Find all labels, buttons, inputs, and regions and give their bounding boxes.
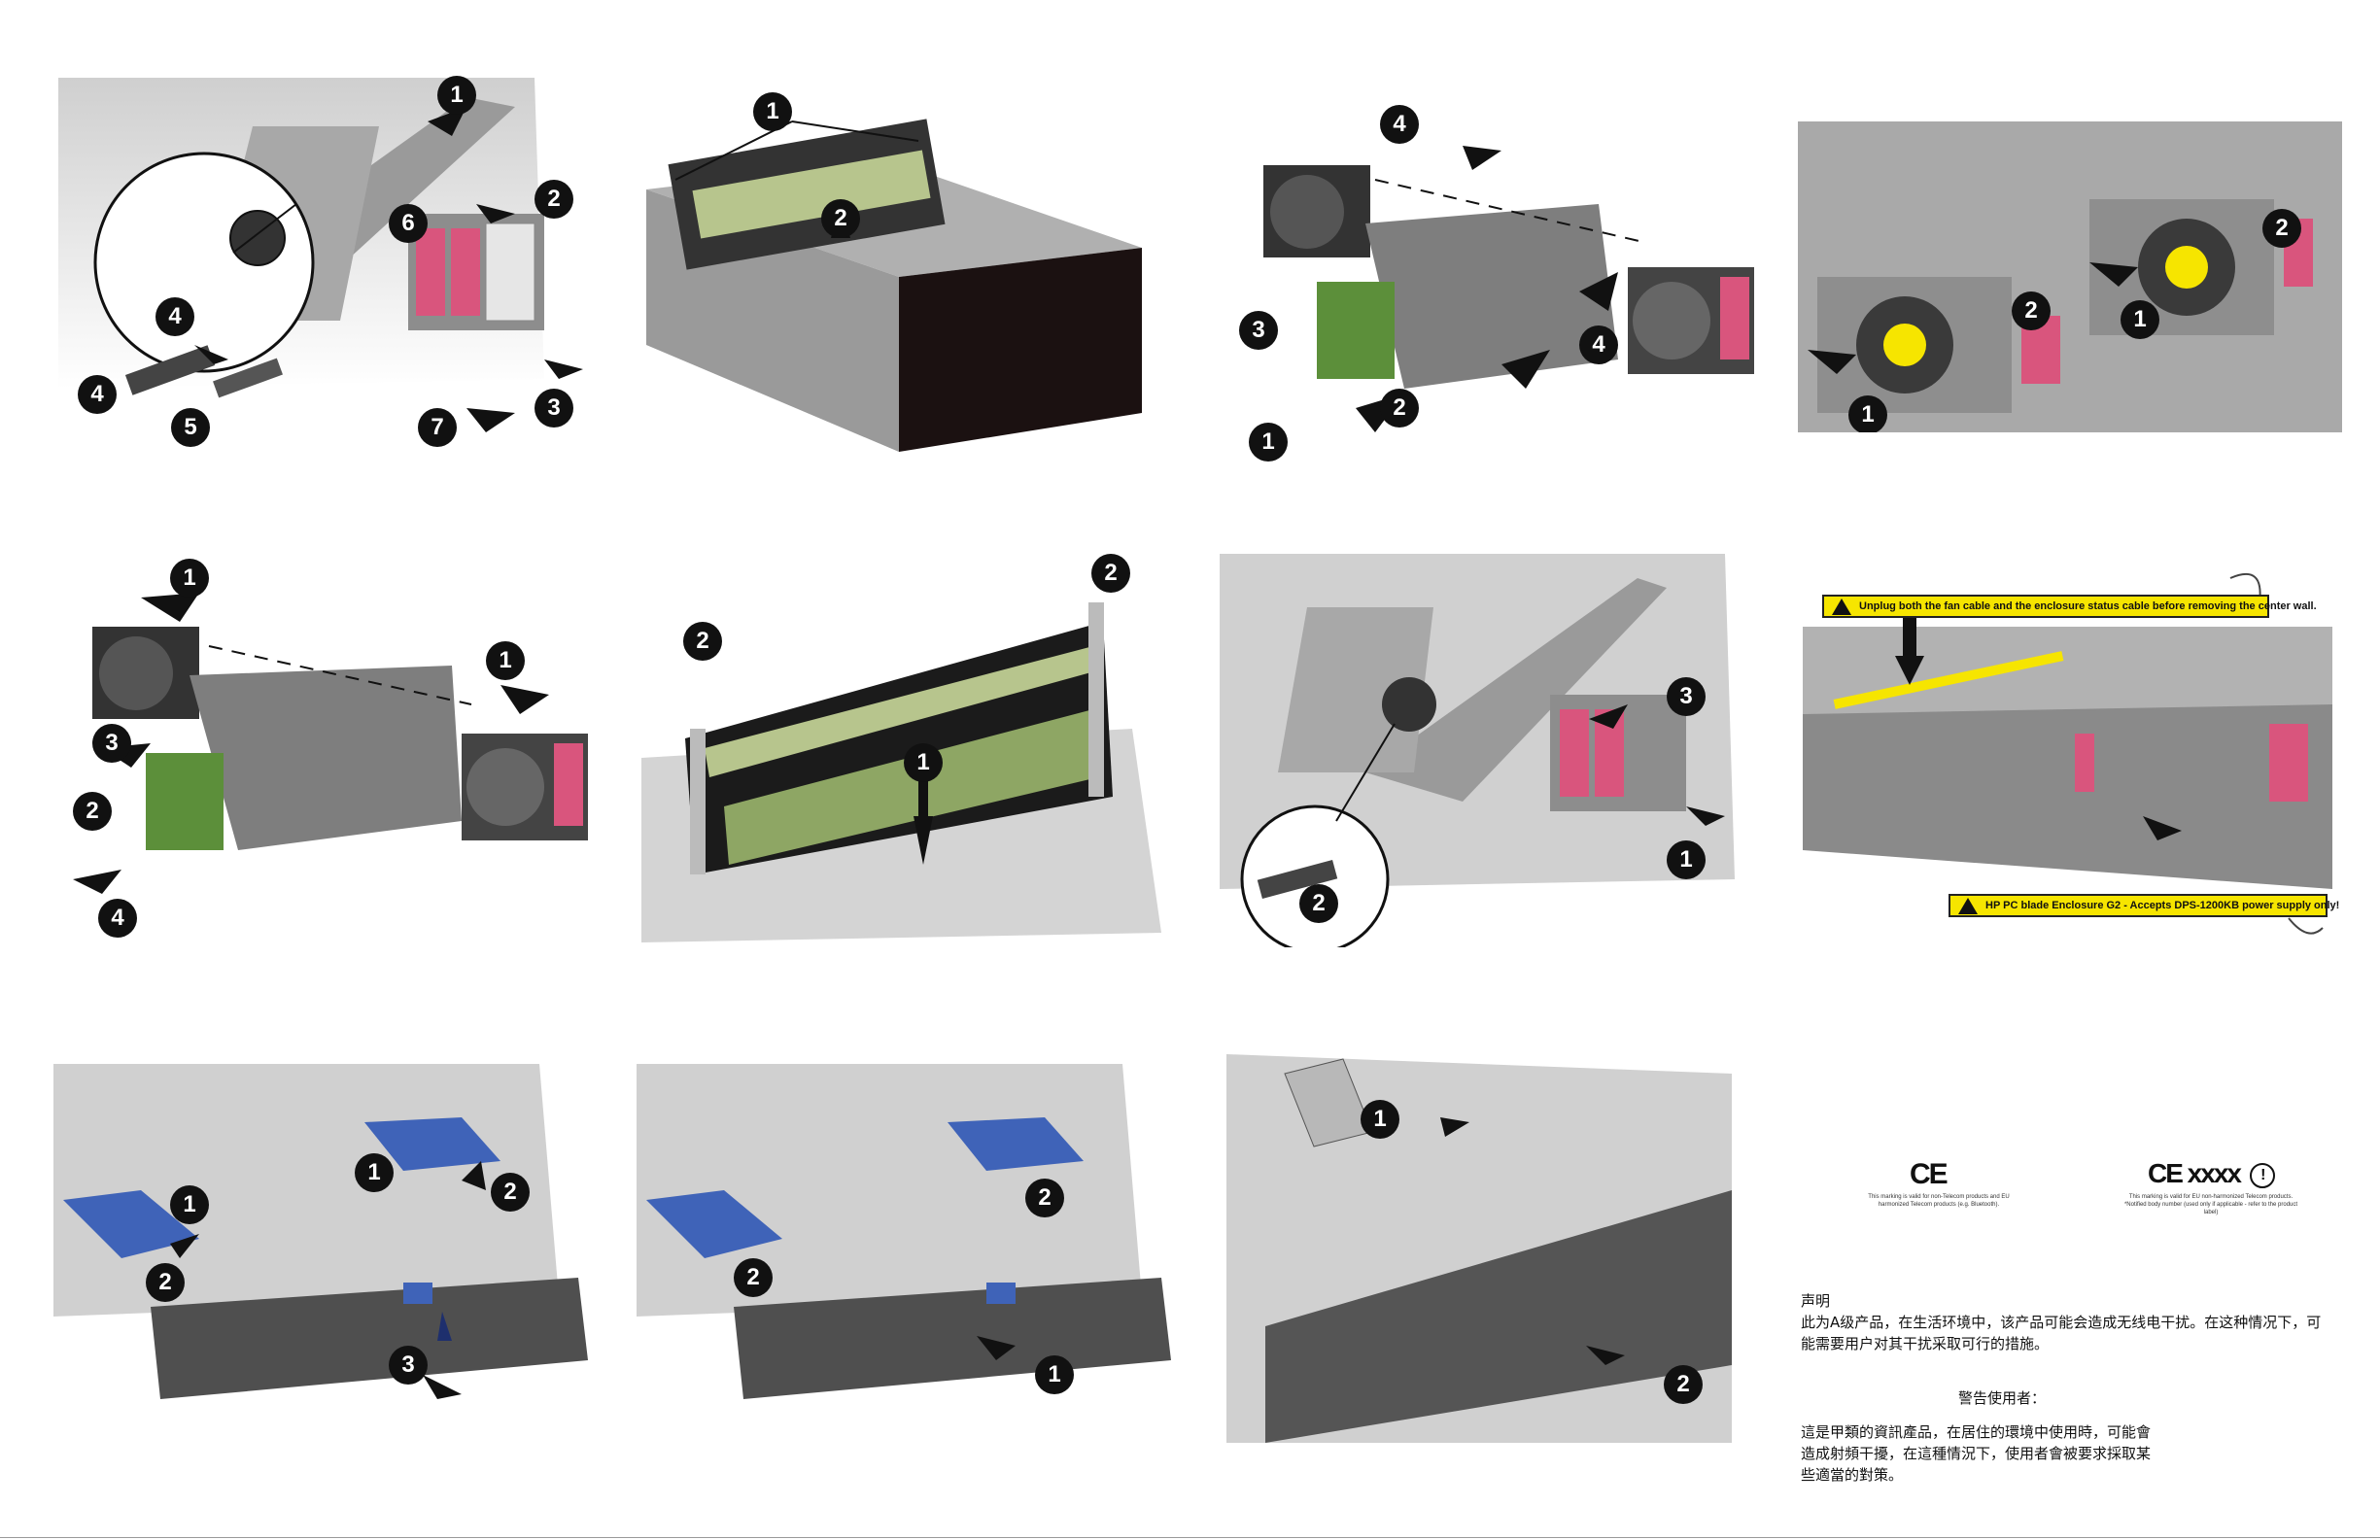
step-marker: 4 <box>78 375 117 414</box>
panel-install-midplane: 1 2 2 <box>637 554 1181 942</box>
step-marker: 4 <box>1380 105 1419 144</box>
latch-illustration <box>637 1064 1171 1399</box>
page-bottom-rule <box>0 1537 2380 1538</box>
warning-power-supply-label: HP PC blade Enclosure G2 - Accepts DPS-1… <box>1949 894 2339 917</box>
step-marker: 1 <box>486 641 525 680</box>
ce-note: This marking is valid for non-Telecom pr… <box>1868 1194 2010 1208</box>
step-marker: 2 <box>1664 1365 1703 1404</box>
cn-statement-body: 此为A级产品，在生活环境中，该产品可能会造成无线电干扰。在这种情况下，可能需要用… <box>1801 1314 2322 1352</box>
midplane-illustration <box>646 119 1142 452</box>
ce-xxxx-text: CE xxxx <box>2148 1158 2242 1188</box>
midplane-illustration <box>641 602 1161 942</box>
panel-install-latches: 1 2 2 <box>637 1064 1181 1433</box>
step-marker: 3 <box>535 389 573 428</box>
blade-illustration <box>1226 1054 1732 1443</box>
step-marker: 4 <box>155 297 194 336</box>
step-marker: 6 <box>389 204 428 243</box>
step-marker: 1 <box>753 92 792 131</box>
step-marker: 1 <box>1361 1100 1399 1139</box>
enclosure-illustration <box>1803 573 2332 935</box>
ce-xxxx-mark: CE xxxx ! <box>2148 1158 2275 1189</box>
step-marker: 5 <box>171 408 210 447</box>
step-marker: 1 <box>170 1185 209 1224</box>
step-marker: 1 <box>437 76 476 115</box>
warning-icon <box>1832 598 1851 615</box>
panel-remove-latches: 1 1 2 2 3 <box>53 1064 603 1433</box>
step-marker: 7 <box>418 408 457 447</box>
step-marker: 4 <box>98 899 137 938</box>
step-marker: 3 <box>389 1346 428 1385</box>
fan-cage-illustration <box>1263 146 1754 432</box>
regulatory-section: CE This marking is valid for non-Telecom… <box>1798 1146 2342 1484</box>
alert-circle-glyph: ! <box>2260 1166 2266 1183</box>
step-marker: 1 <box>355 1153 394 1192</box>
step-marker: 2 <box>1380 389 1419 428</box>
step-marker: 3 <box>92 724 131 763</box>
step-marker: 1 <box>2121 300 2159 339</box>
warning-power-supply-text: HP PC blade Enclosure G2 - Accepts DPS-1… <box>1985 900 2340 911</box>
step-marker: 1 <box>904 743 943 782</box>
ce-mark: CE <box>1910 1158 1949 1190</box>
panel-enclosure-warnings: Unplug both the fan cable and the enclos… <box>1803 559 2347 952</box>
cn-statement-title: 声明 <box>1801 1292 1831 1310</box>
warning-fan-cable-text: Unplug both the fan cable and the enclos… <box>1859 600 2317 612</box>
step-marker: 2 <box>734 1258 773 1297</box>
ce-xxxx-note: This marking is valid for EU non-harmoni… <box>2123 1194 2298 1215</box>
panel-install-fans: 1 1 2 3 4 <box>53 559 607 938</box>
tw-warning-body: 這是甲類的資訊產品，在居住的環境中使用時，可能會造成射頻干擾，在這種情況下，使用… <box>1801 1423 2152 1484</box>
fan-cage-illustration <box>73 593 588 894</box>
step-marker: 2 <box>73 792 112 831</box>
panel-power-supplies: 1 1 2 2 <box>1798 121 2342 432</box>
step-marker: 2 <box>146 1263 185 1302</box>
chassis-illustration <box>58 78 583 432</box>
tw-warning-title: 警告使用者： <box>1958 1389 2047 1407</box>
step-marker: 2 <box>821 199 860 238</box>
step-marker: 2 <box>2262 209 2301 248</box>
power-supply-illustration <box>1798 121 2342 432</box>
step-marker: 3 <box>1239 311 1278 350</box>
step-marker: 1 <box>1667 840 1706 879</box>
warning-icon <box>1958 897 1978 914</box>
panel-exploded-fans: 1 2 3 4 4 <box>1210 97 1764 466</box>
step-marker: 2 <box>683 622 722 661</box>
latch-illustration <box>53 1064 588 1399</box>
alert-circle-icon: ! <box>2249 1162 2275 1188</box>
step-marker: 1 <box>170 559 209 598</box>
panel-install-blades: 1 2 <box>1226 1054 1761 1448</box>
step-marker: 2 <box>491 1173 530 1212</box>
step-marker: 2 <box>535 180 573 219</box>
step-marker: 4 <box>1579 325 1618 364</box>
chassis-illustration <box>1220 554 1735 947</box>
step-marker: 1 <box>1848 395 1887 432</box>
step-marker: 2 <box>1025 1179 1064 1217</box>
panel-remove-midplane: 1 2 <box>637 83 1181 462</box>
step-marker: 3 <box>1667 677 1706 716</box>
warning-fan-cable-label: Unplug both the fan cable and the enclos… <box>1822 595 2317 618</box>
panel-install-fan-cage: 1 2 3 <box>1220 549 1764 947</box>
step-marker: 2 <box>1091 554 1130 593</box>
step-marker: 2 <box>2012 291 2051 330</box>
step-marker: 1 <box>1035 1355 1074 1394</box>
panel-remove-fan-cage: 1 2 3 4 4 5 6 7 <box>58 68 603 466</box>
step-marker: 1 <box>1249 423 1288 462</box>
step-marker: 2 <box>1299 884 1338 923</box>
